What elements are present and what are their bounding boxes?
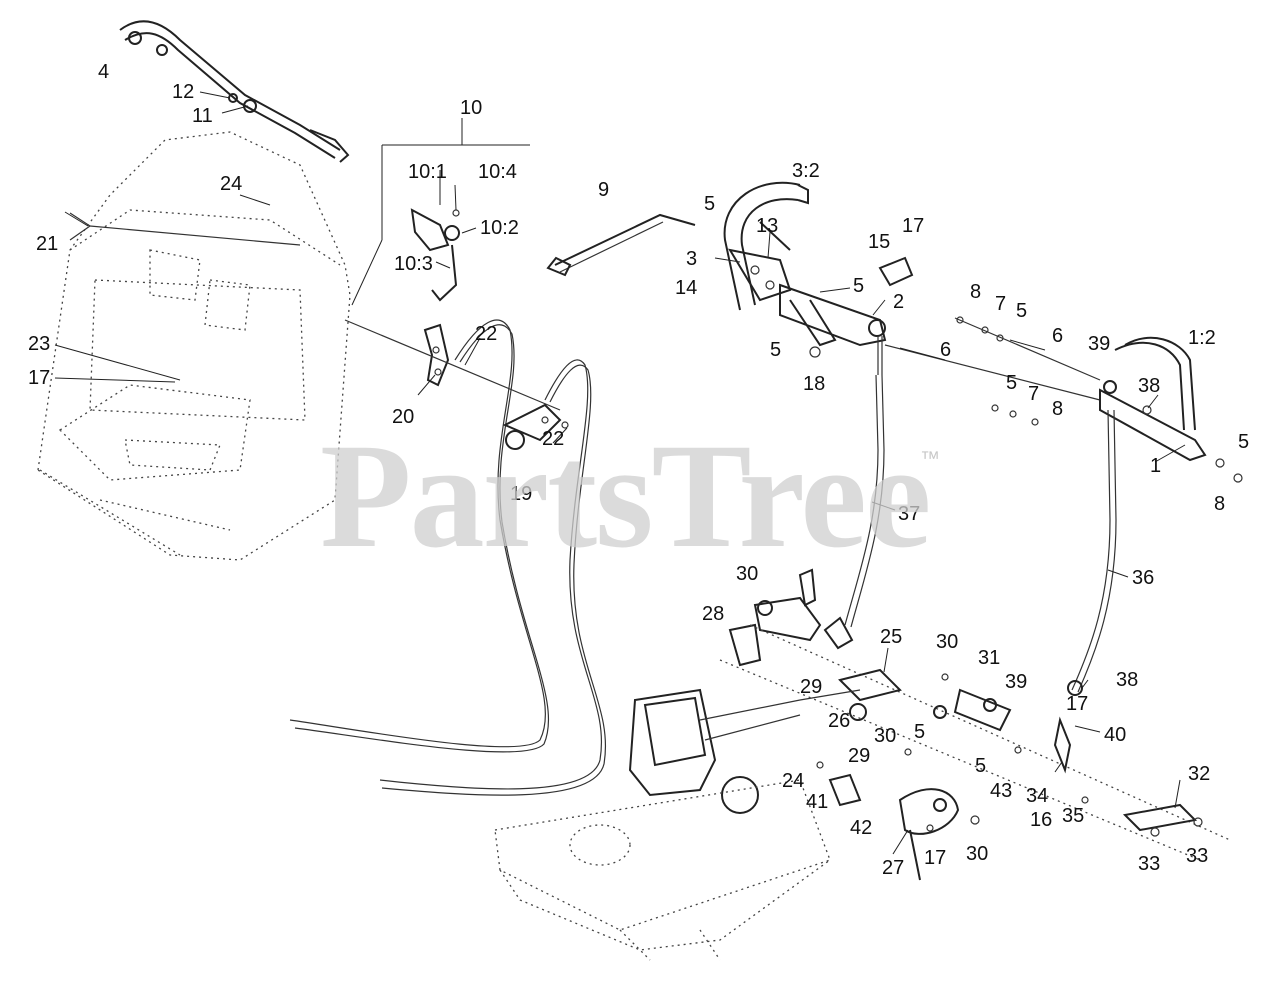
callout-31: 31: [978, 647, 1000, 669]
callout-16: 16: [1030, 809, 1052, 831]
assembly-10-parts: [410, 208, 460, 302]
callout-35: 35: [1062, 805, 1084, 827]
callout-22-upper: 22: [475, 323, 497, 345]
callout-3-2: 3:2: [792, 160, 820, 182]
rod-21: [69, 212, 301, 246]
callout-7-b: 7: [1028, 383, 1039, 405]
callout-10-2: 10:2: [480, 217, 519, 239]
callout-41: 41: [806, 791, 828, 813]
callout-34: 34: [1026, 785, 1048, 807]
callout-40: 40: [1104, 724, 1126, 746]
lever-assembly-1: [1099, 336, 1243, 483]
lever-assembly-3: [723, 181, 914, 375]
callout-28: 28: [702, 603, 724, 625]
callout-43: 43: [990, 780, 1012, 802]
callout-24-top: 24: [220, 173, 242, 195]
callout-30-a: 30: [736, 563, 758, 585]
callout-9: 9: [598, 179, 609, 201]
trademark-symbol: ™: [920, 448, 940, 470]
callout-4: 4: [98, 61, 109, 83]
callout-23: 23: [28, 333, 50, 355]
callout-33-b: 33: [1186, 845, 1208, 867]
rod-9: [546, 213, 696, 277]
callout-8-c: 8: [1214, 493, 1225, 515]
callout-19: 19: [510, 483, 532, 505]
callout-20: 20: [392, 406, 414, 428]
callout-22-lower: 22: [542, 428, 564, 450]
callout-8-a: 8: [970, 281, 981, 303]
callout-labels: 4 12 11 10 10:1 10:4 10:2 10:3 24 21 23 …: [28, 61, 1249, 879]
callout-10-3: 10:3: [394, 253, 433, 275]
callout-5-b: 5: [853, 275, 864, 297]
callout-17-top: 17: [902, 215, 924, 237]
callout-29-a: 29: [800, 676, 822, 698]
callout-17-bottom: 17: [924, 847, 946, 869]
callout-33-a: 33: [1138, 853, 1160, 875]
callout-10-1: 10:1: [408, 161, 447, 183]
callout-2: 2: [893, 291, 904, 313]
callout-5-c: 5: [770, 339, 781, 361]
callout-25: 25: [880, 626, 902, 648]
callout-7-a: 7: [995, 293, 1006, 315]
callout-3: 3: [686, 248, 697, 270]
callout-13: 13: [756, 215, 778, 237]
callout-10-4: 10:4: [478, 161, 517, 183]
callout-17-left: 17: [28, 367, 50, 389]
callout-17-right: 17: [1066, 693, 1088, 715]
callout-30-b: 30: [936, 631, 958, 653]
callout-15: 15: [868, 231, 890, 253]
callout-5-e: 5: [1006, 372, 1017, 394]
callout-39-lower: 39: [1005, 671, 1027, 693]
callout-5-f: 5: [1238, 431, 1249, 453]
throttle-cables: [289, 319, 606, 796]
callout-21: 21: [36, 233, 58, 255]
leader-lines: [54, 91, 1186, 855]
linkage-rods: [844, 374, 1117, 693]
callout-6-upper: 6: [1052, 325, 1063, 347]
callout-1: 1: [1150, 455, 1161, 477]
callout-29-b: 29: [848, 745, 870, 767]
callout-11: 11: [192, 105, 213, 127]
callout-24-lower: 24: [782, 770, 804, 792]
callout-10: 10: [460, 97, 482, 119]
callout-39-top: 39: [1088, 333, 1110, 355]
rods-6: [884, 316, 1101, 426]
control-tower-frame: [37, 131, 351, 561]
callout-32: 32: [1188, 763, 1210, 785]
callout-14: 14: [675, 277, 697, 299]
callout-30-c: 30: [874, 725, 896, 747]
callout-1-2: 1:2: [1188, 327, 1216, 349]
callout-6-lower: 6: [940, 339, 951, 361]
callout-38-top: 38: [1138, 375, 1160, 397]
transmission-base: [494, 688, 861, 961]
callout-8-b: 8: [1052, 398, 1063, 420]
callout-5-g: 5: [914, 721, 925, 743]
upper-handle-bar: [119, 20, 350, 163]
assembly-10-frame: [351, 118, 530, 306]
callout-27: 27: [882, 857, 904, 879]
callout-30-d: 30: [966, 843, 988, 865]
callout-42: 42: [850, 817, 872, 839]
callout-38-lower: 38: [1116, 669, 1138, 691]
bracket-20: [344, 319, 561, 411]
callout-36: 36: [1132, 567, 1154, 589]
callout-5-d: 5: [1016, 300, 1027, 322]
callout-37: 37: [898, 503, 920, 525]
callout-5-a: 5: [704, 193, 715, 215]
callout-26: 26: [828, 710, 850, 732]
callout-5-h: 5: [975, 755, 986, 777]
lower-linkage: [719, 568, 1231, 881]
callout-18: 18: [803, 373, 825, 395]
callout-12: 12: [172, 81, 194, 103]
